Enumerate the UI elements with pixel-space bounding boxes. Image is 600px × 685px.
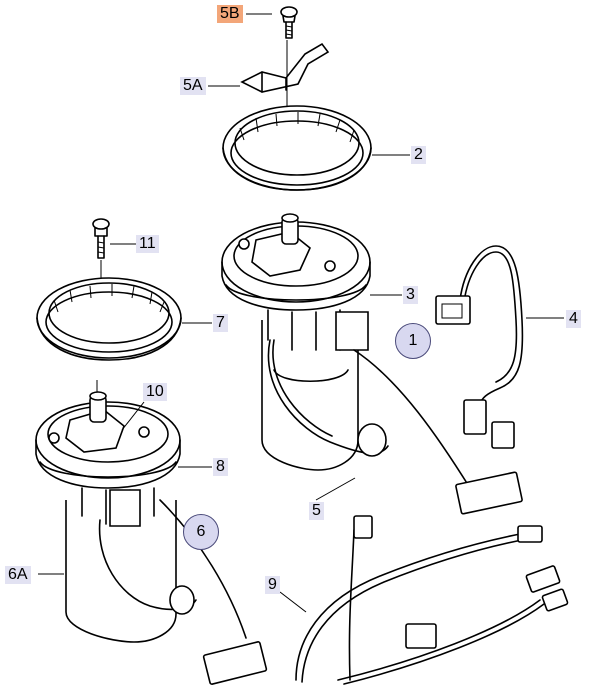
label-10: 10 xyxy=(143,383,167,401)
label-9: 9 xyxy=(265,576,280,594)
wiring-harness-4 xyxy=(435,245,524,449)
pump-module-8 xyxy=(35,391,268,685)
label-5B: 5B xyxy=(217,5,243,23)
label-6A: 6A xyxy=(5,566,31,584)
pump-module-3 xyxy=(221,213,523,515)
label-7: 7 xyxy=(213,314,228,332)
screw-11 xyxy=(92,218,110,259)
label-5A: 5A xyxy=(180,77,206,95)
bracket-5A xyxy=(240,42,330,93)
callout-1: 1 xyxy=(395,323,431,359)
label-5: 5 xyxy=(309,502,324,520)
callout-6: 6 xyxy=(183,514,219,550)
screw-5B xyxy=(280,6,298,39)
label-2: 2 xyxy=(411,146,426,164)
label-11: 11 xyxy=(136,235,159,253)
locking-ring-7 xyxy=(36,277,182,361)
locking-ring-2 xyxy=(222,105,372,191)
wiring-harness-9 xyxy=(295,515,569,685)
label-8: 8 xyxy=(213,458,228,476)
label-3: 3 xyxy=(403,286,418,304)
label-4: 4 xyxy=(566,310,581,328)
